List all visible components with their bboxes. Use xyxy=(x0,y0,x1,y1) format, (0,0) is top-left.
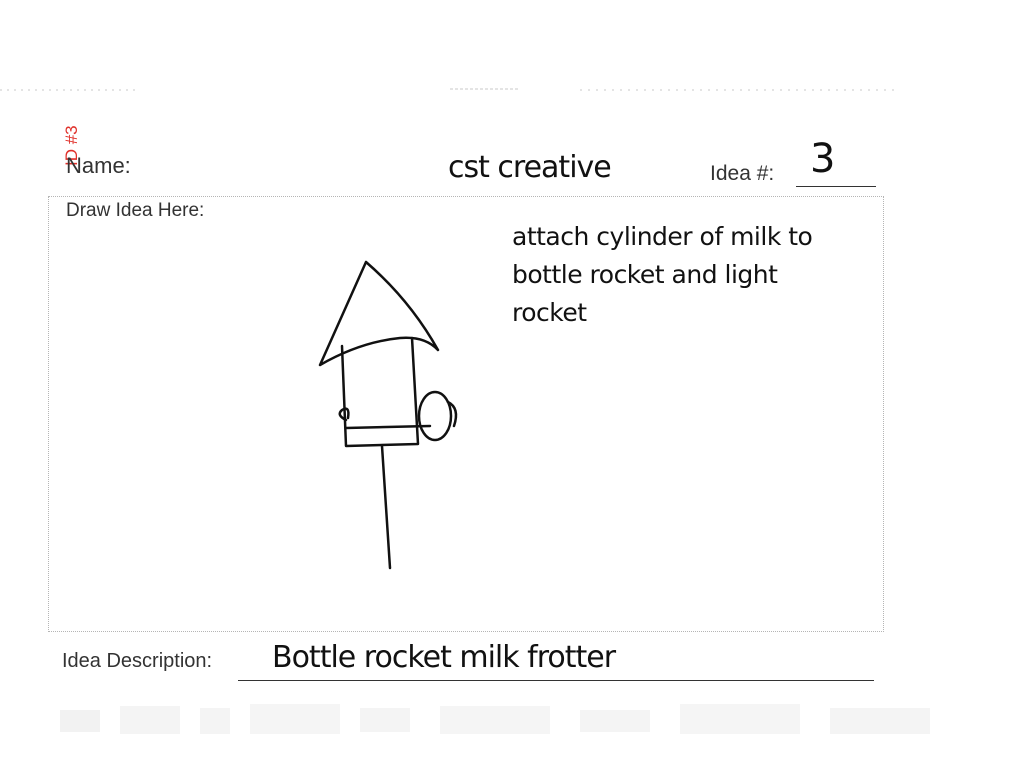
idea-description-label: Idea Description: xyxy=(62,650,213,672)
birdhouse-rocket-sketch-icon xyxy=(318,260,458,570)
idea-number-value: 3 xyxy=(810,136,836,182)
drawing-area xyxy=(48,196,884,632)
scan-artifact-top-line xyxy=(0,88,900,91)
idea-number-underline xyxy=(796,186,876,187)
drawing-note: attach cylinder of milk to bottle rocket… xyxy=(512,222,813,327)
draw-idea-label: Draw Idea Here: xyxy=(66,200,205,221)
idea-description-underline xyxy=(238,680,874,681)
scan-artifact-noise xyxy=(60,704,930,734)
idea-description-value: Bottle rocket milk frotter xyxy=(272,640,616,675)
name-value: cst creative xyxy=(448,150,612,185)
idea-number-label: Idea #: xyxy=(710,162,775,185)
name-label: Name: xyxy=(66,153,131,178)
